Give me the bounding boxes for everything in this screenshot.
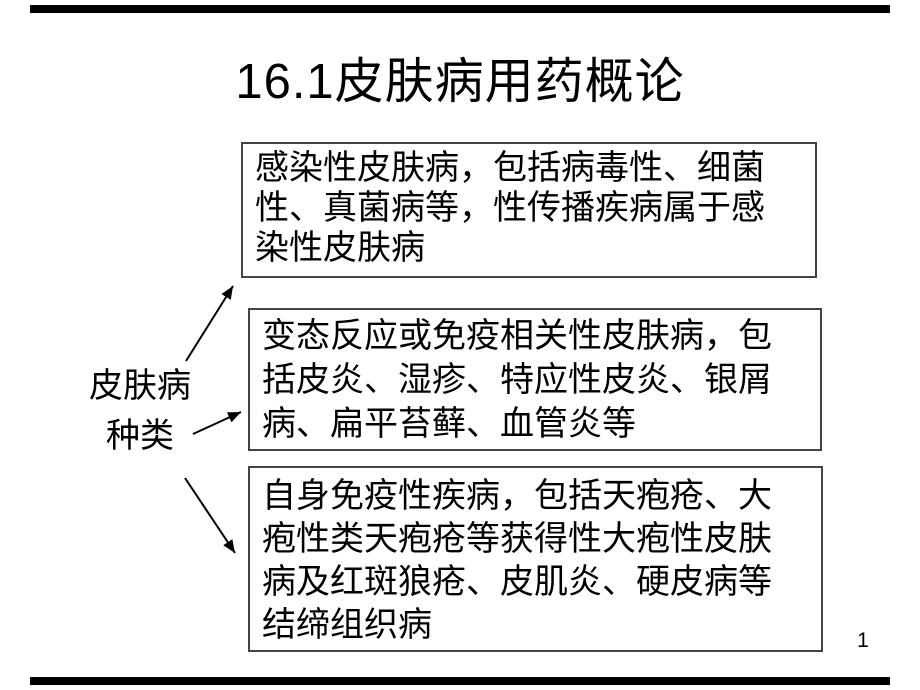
category-box-autoimmune: 自身免疫性疾病，包括天疱疮、大 疱性类天疱疮等获得性大疱性皮肤 病及红斑狼疮、皮… — [248, 466, 823, 652]
box3-line2: 疱性类天疱疮等获得性大疱性皮肤 — [262, 521, 772, 558]
category-box-allergic-immune: 变态反应或免疫相关性皮肤病，包 括皮炎、湿疹、特应性皮炎、银屑 病、扁平苔藓、血… — [248, 308, 822, 451]
arrow-to-box1 — [185, 285, 234, 362]
skin-disease-types-label: 皮肤病 种类 — [60, 362, 220, 462]
top-edge-bar — [30, 5, 890, 13]
box3-line3: 病及红斑狼疮、皮肌炎、硬皮病等 — [262, 564, 772, 601]
slide-title: 16.1皮肤病用药概论 — [235, 55, 685, 109]
box3-line1: 自身免疫性疾病，包括天疱疮、大 — [262, 478, 772, 515]
box2-line3: 病、扁平苔藓、血管炎等 — [262, 406, 636, 443]
box3-line4: 结缔组织病 — [262, 607, 432, 644]
box2-line2: 括皮炎、湿疹、特应性皮炎、银屑 — [262, 362, 772, 399]
skin-disease-types-label-line2: 种类 — [106, 418, 174, 455]
box1-line2: 性、真菌病等，性传播疾病属于感 — [255, 190, 765, 227]
box2-line1: 变态反应或免疫相关性皮肤病，包 — [262, 318, 772, 355]
category-box-infectious: 感染性皮肤病，包括病毒性、细菌 性、真菌病等，性传播疾病属于感 染性皮肤病 — [241, 142, 817, 278]
arrow-to-box3 — [184, 477, 236, 554]
box1-line1: 感染性皮肤病，包括病毒性、细菌 — [255, 150, 765, 187]
page-number: 1 — [857, 629, 869, 652]
skin-disease-types-label-line1: 皮肤病 — [89, 368, 191, 405]
box1-line3: 染性皮肤病 — [255, 230, 425, 267]
bottom-edge-bar — [30, 677, 890, 685]
